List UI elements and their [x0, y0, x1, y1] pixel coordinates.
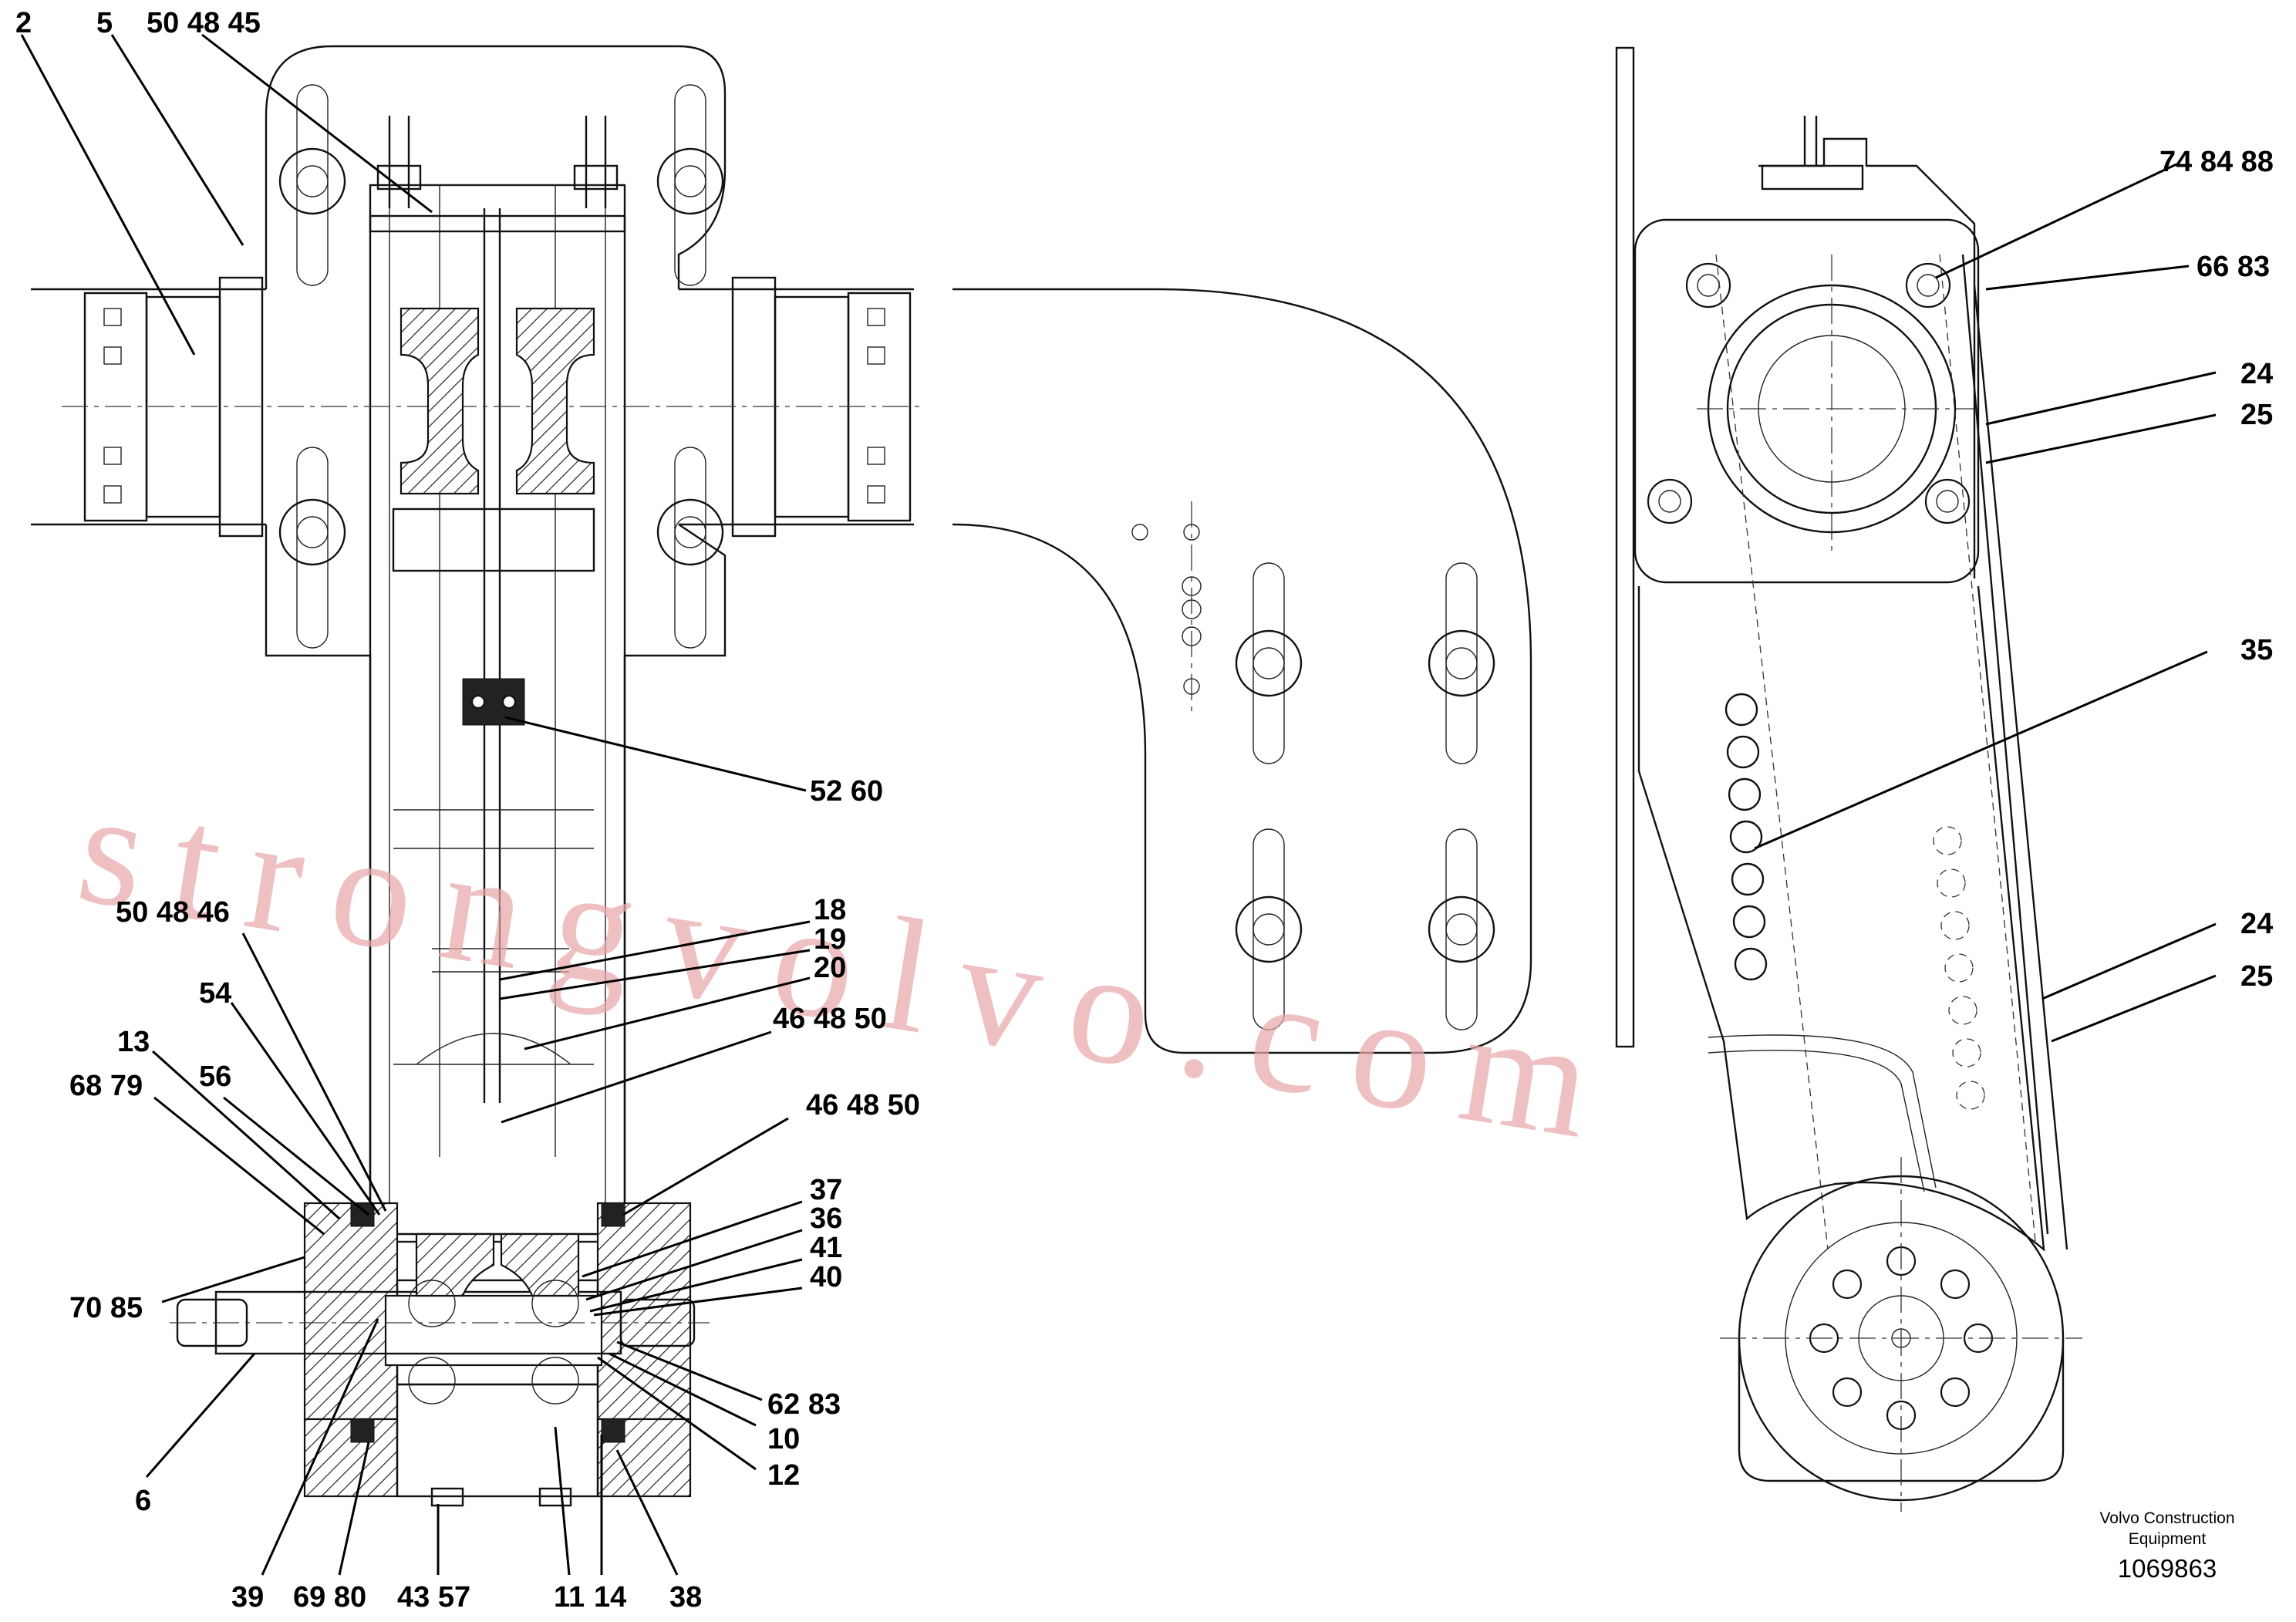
callout-50-48-46: 50 48 46 [116, 896, 230, 929]
callout-13: 13 [117, 1026, 150, 1058]
callout-10: 10 [767, 1423, 800, 1455]
callout-66-83: 66 83 [2197, 251, 2270, 283]
callout-11: 11 [554, 1581, 585, 1614]
callout-40: 40 [810, 1261, 842, 1293]
callout-14: 14 [594, 1581, 626, 1614]
middle-bracket-view [952, 288, 1532, 1054]
callout-25-b: 25 [2240, 960, 2273, 993]
callout-24-b: 24 [2240, 908, 2273, 940]
callout-74-84-88: 74 84 88 [2159, 146, 2274, 178]
callout-2: 2 [15, 7, 32, 39]
drawing-number: 1069863 [2118, 1554, 2217, 1583]
callout-20: 20 [814, 952, 846, 984]
callout-37: 37 [810, 1174, 842, 1206]
callout-69-80: 69 80 [293, 1581, 366, 1614]
callout-19: 19 [814, 923, 846, 956]
callout-70-85: 70 85 [69, 1292, 143, 1324]
callout-41: 41 [810, 1232, 842, 1264]
callout-38: 38 [669, 1581, 702, 1614]
company-name-line1: Volvo Construction [2099, 1509, 2234, 1527]
leader-lines [20, 33, 2217, 1576]
bracket-holes [1131, 501, 1202, 717]
left-section-view [31, 45, 925, 1507]
callout-68-79: 68 79 [69, 1070, 143, 1102]
callout-35: 35 [2240, 634, 2273, 666]
callout-52-60: 52 60 [810, 775, 883, 808]
bracket-slots [1235, 562, 1495, 1030]
callout-labels: 2 5 50 48 45 52 60 50 48 46 18 19 20 54 … [15, 7, 2274, 1614]
right-side-view [1615, 46, 2082, 1512]
callout-25-a: 25 [2240, 399, 2273, 431]
slot-bolts [278, 84, 724, 649]
wheel-bolts [1809, 1246, 1994, 1431]
company-name-line2: Equipment [2129, 1530, 2207, 1548]
chain-holes [1725, 693, 1985, 1110]
callout-50-48-45: 50 48 45 [147, 7, 261, 39]
flange-bolts [103, 308, 885, 504]
callout-43-57: 43 57 [397, 1581, 470, 1614]
callout-6: 6 [135, 1485, 151, 1517]
callout-5: 5 [96, 7, 113, 39]
callout-56: 56 [199, 1061, 231, 1093]
callout-36: 36 [810, 1202, 842, 1235]
callout-46-48-50-a: 46 48 50 [773, 1003, 887, 1035]
callout-39: 39 [231, 1581, 264, 1614]
title-footer: Volvo Construction Equipment 1069863 [2099, 1509, 2234, 1583]
callout-18: 18 [814, 894, 846, 926]
callout-46-48-50-b: 46 48 50 [806, 1089, 920, 1121]
callout-12: 12 [767, 1459, 800, 1492]
callout-54: 54 [199, 977, 231, 1010]
callout-24-a: 24 [2240, 358, 2273, 390]
callout-62-83: 62 83 [767, 1388, 841, 1421]
